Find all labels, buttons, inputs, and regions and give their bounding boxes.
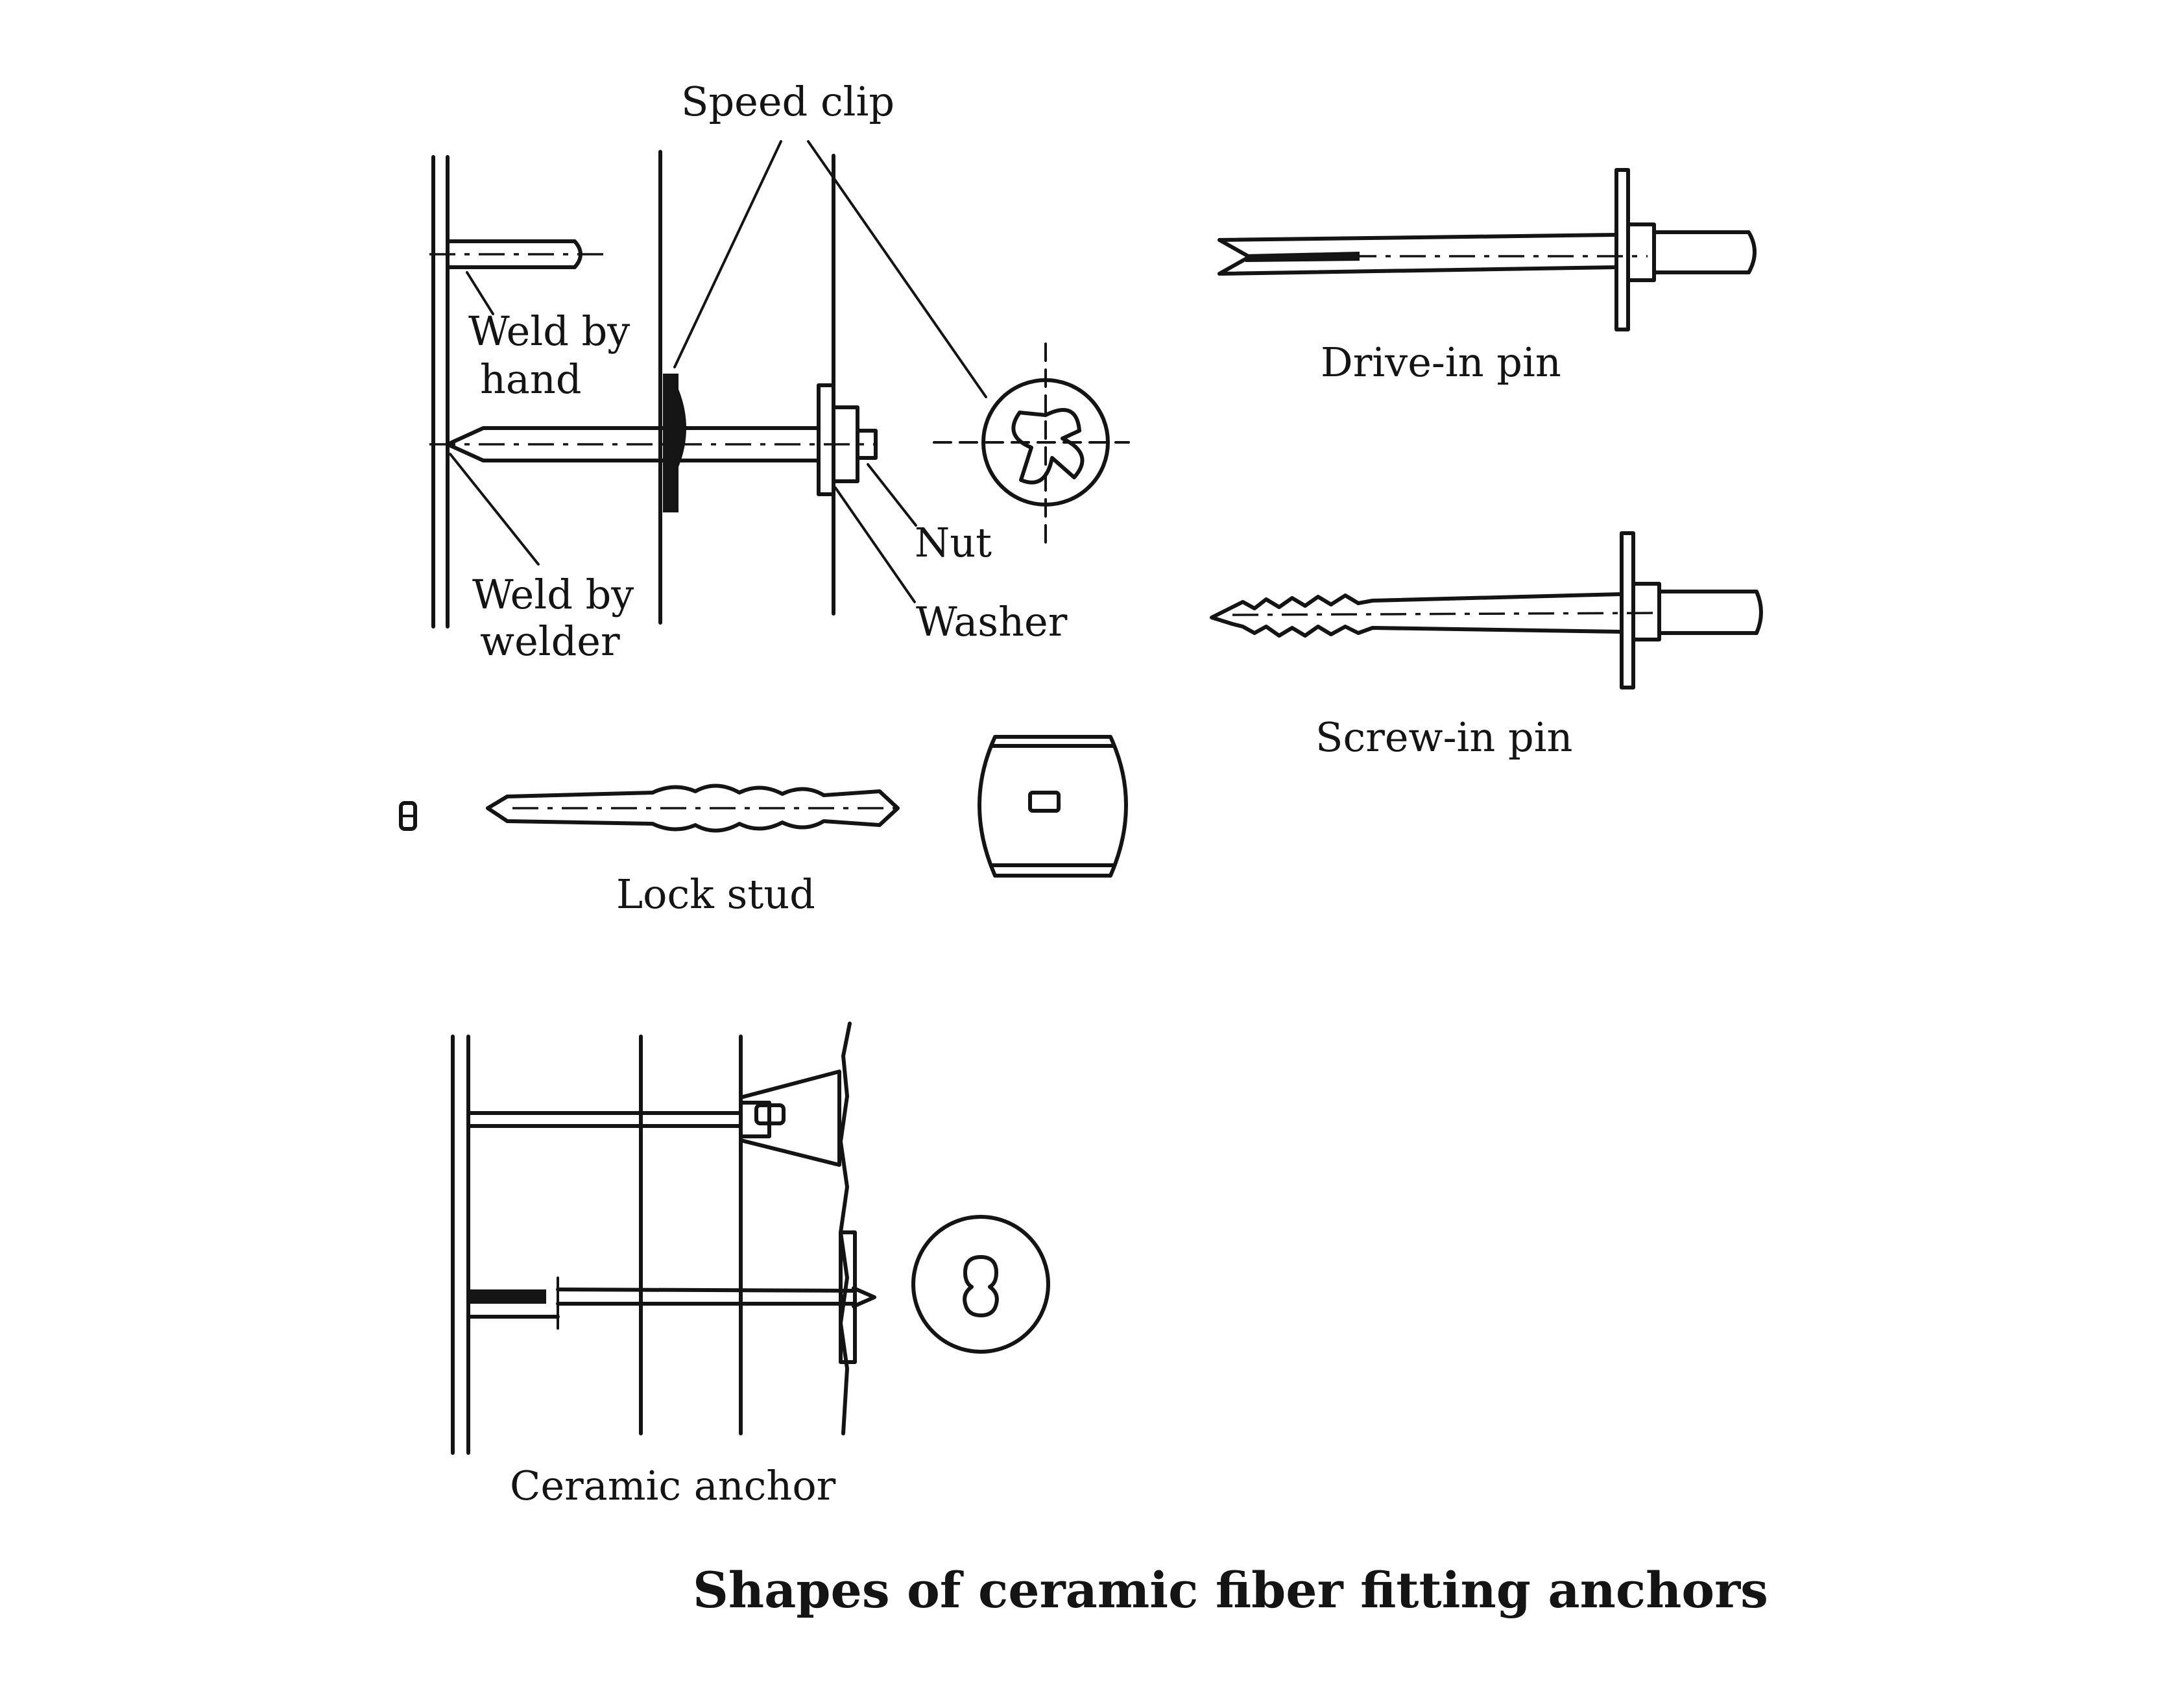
label-screw-in-pin: Screw-in pin <box>1315 713 1572 761</box>
label-weld-by-hand-2: hand <box>480 355 582 403</box>
screw-in-pin <box>1210 531 1763 689</box>
label-ceramic-anchor: Ceramic anchor <box>510 1462 836 1509</box>
ceramic-anchor <box>451 1022 1050 1455</box>
label-weld-by-hand-1: Weld by <box>468 307 630 355</box>
label-drive-in-pin: Drive-in pin <box>1321 339 1561 386</box>
drive-in-pin <box>1218 168 1757 331</box>
figure-caption: Shapes of ceramic fiber fitting anchors <box>693 1561 1768 1619</box>
label-nut: Nut <box>915 519 992 566</box>
label-speed-clip: Speed clip <box>681 78 894 125</box>
label-washer: Washer <box>916 598 1068 645</box>
label-weld-by-welder-2: welder <box>480 617 620 665</box>
lock-stud <box>399 735 1128 878</box>
label-lock-stud: Lock stud <box>616 870 815 918</box>
label-weld-by-welder-1: Weld by <box>472 571 634 618</box>
welded-stud-assembly <box>429 140 1130 629</box>
